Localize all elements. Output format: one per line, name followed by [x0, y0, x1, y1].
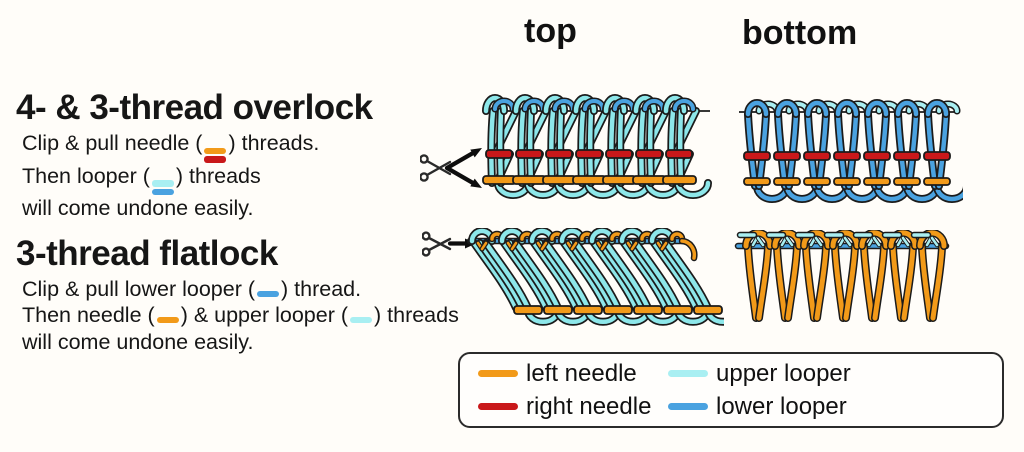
column-header-bottom: bottom	[742, 14, 858, 52]
right-needle-swatch	[478, 403, 518, 410]
instruction-text: ) threads	[374, 303, 459, 327]
instruction-line: will come undone easily.	[22, 196, 254, 220]
flatlock-top-stitch-diagram	[466, 228, 724, 328]
flatlock-instructions: Clip & pull lower looper ( ) thread. Then…	[22, 276, 476, 356]
instruction-line: will come undone easily.	[22, 329, 254, 354]
instruction-text: Clip & pull needle (	[22, 131, 203, 155]
legend-label: right needle	[526, 392, 652, 420]
instruction-text: Then looper (	[22, 163, 150, 188]
needle-threads-swatch	[204, 147, 227, 163]
legend-row: left needle upper looper	[478, 358, 1002, 389]
upper-looper-swatch	[668, 370, 708, 377]
left-needle-swatch	[478, 370, 518, 377]
instruction-text: Then needle (	[22, 303, 155, 327]
instruction-text: ) threads.	[228, 131, 320, 155]
section-title-flatlock: 3-thread flatlock	[16, 233, 278, 273]
overlock-instructions: Clip & pull needle ( ) threads. Then loop…	[22, 130, 476, 222]
instruction-text: Clip & pull lower looper (	[22, 276, 256, 301]
scissors-icon	[422, 231, 452, 257]
legend-box: left needle upper looper right needle lo…	[458, 352, 1004, 428]
instruction-text: ) thread.	[281, 276, 362, 301]
lower-looper-swatch	[668, 403, 708, 410]
instruction-text: ) threads	[175, 163, 261, 188]
upper-looper-color-chip	[350, 317, 372, 323]
lower-looper-color-chip	[151, 188, 174, 195]
section-title-overlock: 4- & 3-thread overlock	[16, 88, 373, 127]
upper-looper-color-chip	[151, 180, 174, 187]
instruction-line: Then looper ( ) threads	[22, 163, 476, 195]
flatlock-clip-pointer	[422, 231, 476, 257]
looper-threads-swatch	[151, 180, 174, 195]
overlock-clip-pointer	[420, 148, 482, 188]
overlock-top-stitch-diagram	[470, 92, 722, 204]
legend-label: left needle	[526, 359, 637, 387]
flatlock-bottom-stitch-diagram	[734, 230, 950, 326]
left-needle-color-chip	[156, 317, 179, 323]
overlock-bottom-stitch-diagram	[739, 96, 963, 208]
column-header-top: top	[524, 12, 577, 50]
instruction-panel: 4- & 3-thread overlock Clip & pull needl…	[16, 88, 476, 355]
right-needle-color-chip	[204, 156, 227, 163]
instruction-line: Then needle ( ) & upper looper ( ) threads	[22, 302, 476, 329]
scissors-icon	[420, 154, 452, 182]
instruction-line: Clip & pull needle ( ) threads.	[22, 130, 476, 163]
lower-looper-color-chip	[257, 290, 280, 297]
instruction-text: ) & upper looper (	[180, 303, 348, 327]
instruction-line: Clip & pull lower looper ( ) thread.	[22, 276, 476, 303]
arrow-icon	[444, 148, 482, 188]
legend-label: upper looper	[716, 359, 851, 387]
legend-row: right needle lower looper	[478, 391, 1002, 422]
legend-label: lower looper	[716, 392, 847, 420]
left-needle-color-chip	[204, 147, 227, 154]
